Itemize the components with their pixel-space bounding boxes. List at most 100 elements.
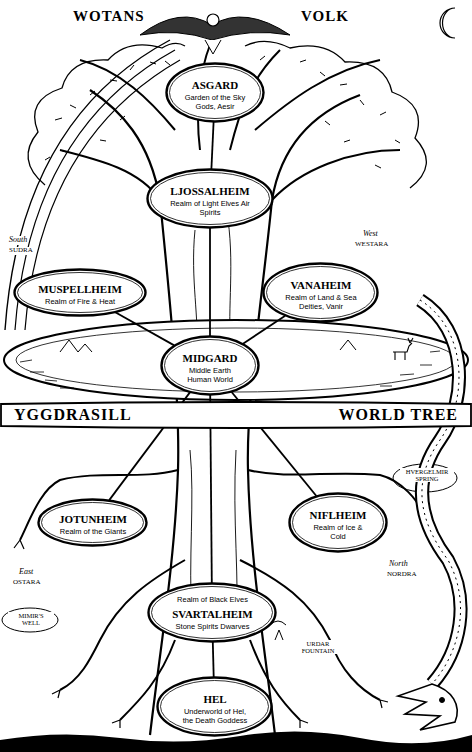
realm-connector [243, 316, 285, 344]
heading-row: ASGARD [184, 75, 246, 93]
ribbon-word: WORLD TREE [338, 406, 458, 424]
oval-inner-border [267, 267, 375, 319]
oval-inner-border [42, 503, 144, 543]
sea-hatching [20, 351, 440, 388]
realm-oval: Realm of Black ElvesSVARTALHEIMStone Spi… [147, 582, 277, 643]
realm-name: HEL [203, 693, 226, 706]
oval-border [264, 264, 378, 322]
oval-outline [160, 335, 260, 396]
direction-label: WESTARA [354, 241, 389, 249]
heading-row: VANAHEIM [284, 275, 358, 293]
oval-outline [165, 62, 265, 123]
realm-name: MIDGARD [183, 352, 238, 365]
oval-border [15, 270, 146, 316]
realm-oval: LJOSSALHEIMRealm of Light Elves Air Spir… [146, 168, 274, 229]
direction-label: North [388, 560, 409, 569]
realm-name: LJOSSALHEIM [170, 185, 249, 198]
moon [440, 8, 455, 38]
realm-name: JOTUNHEIM [59, 513, 127, 526]
realm-text: MUSPELLHEIMRealm of Fire & Heat [37, 279, 123, 306]
oval-border [149, 584, 276, 642]
realm-description: Realm of Ice & Cold [307, 523, 369, 541]
eagle-head [207, 14, 219, 26]
realm-description: Stone Spirits Dwarves [171, 622, 254, 631]
oval-outline [156, 676, 273, 737]
realm-description: Realm of Black Elves [171, 595, 254, 604]
direction-label: URDAR FOUNTAIN [292, 640, 344, 654]
realm-text: Realm of Black ElvesSVARTALHEIMStone Spi… [171, 595, 254, 631]
oval-outline [262, 262, 379, 323]
direction-label: East [18, 568, 34, 577]
direction-label: WOTANS [72, 8, 146, 25]
direction-label: MIMIR'S WELL [8, 612, 54, 626]
leaf-strokes [45, 56, 400, 168]
ribbon-word: YGGDRASILL [14, 406, 132, 424]
realm-text: LJOSSALHEIMRealm of Light Elves Air Spir… [169, 181, 251, 217]
dragon-eye [440, 698, 445, 703]
realm-text: NIFLHEIMRealm of Ice & Cold [307, 505, 369, 541]
realm-name: VANAHEIM [291, 279, 352, 292]
oval-inner-border [161, 681, 269, 733]
direction-label: South [8, 236, 28, 245]
direction-label: West [362, 230, 379, 239]
title-ribbon: YGGDRASILL WORLD TREE [0, 402, 472, 428]
realm-text: ASGARDGarden of the Sky Gods, Aesir [184, 75, 246, 111]
heading-row: MUSPELLHEIM [37, 279, 123, 297]
heading-row: HEL [178, 689, 252, 707]
ribbon-text: YGGDRASILL WORLD TREE [0, 402, 472, 428]
heading-row: MIDGARD [179, 348, 241, 366]
serpent-scales [420, 300, 461, 684]
midgard-disc [4, 320, 468, 400]
realm-oval: MIDGARDMiddle Earth Human World [160, 335, 260, 396]
realm-text: HELUnderworld of Hel, the Death Goddess [178, 689, 252, 725]
realm-description: Middle Earth Human World [179, 366, 241, 384]
direction-label: HVERGELMIR SPRING [400, 468, 454, 482]
realm-name: ASGARD [192, 79, 238, 92]
oval-border [162, 337, 259, 395]
realm-description: Realm of Fire & Heat [37, 297, 123, 306]
realm-name: NIFLHEIM [310, 509, 367, 522]
realm-connector [211, 122, 213, 169]
realm-description: Realm of the Giants [58, 527, 128, 536]
oval-border [167, 64, 264, 122]
direction-label: SUDRA [8, 247, 34, 255]
realm-description: Underworld of Hel, the Death Goddess [178, 707, 252, 725]
realm-description: Realm of Light Elves Air Spirits [169, 199, 251, 217]
ribbon-band [1, 402, 471, 428]
serpent-body [420, 300, 461, 684]
oval-outline [146, 168, 274, 229]
oval-inner-border [151, 173, 270, 225]
realm-name: MUSPELLHEIM [38, 283, 122, 296]
heading-row: JOTUNHEIM [58, 509, 128, 527]
heading-row: NIFLHEIM [307, 505, 369, 523]
realm-description: Realm of Land & Sea Deities, Vanir [284, 293, 358, 311]
dragon-head [398, 684, 457, 730]
deer-figure [393, 338, 413, 360]
realm-oval: MUSPELLHEIMRealm of Fire & Heat [13, 268, 147, 317]
realm-oval: JOTUNHEIMRealm of the Giants [37, 498, 148, 547]
realm-text: MIDGARDMiddle Earth Human World [179, 348, 241, 384]
oval-outline [288, 492, 388, 553]
realm-description: Garden of the Sky Gods, Aesir [184, 93, 246, 111]
oval-inner-border [152, 587, 273, 639]
eagle-tail [205, 40, 221, 54]
well-rim [2, 608, 58, 632]
realm-oval: NIFLHEIMRealm of Ice & Cold [288, 492, 388, 553]
serpent-body [420, 300, 461, 684]
oval-border [39, 500, 147, 546]
oval-border [290, 494, 387, 552]
realm-connector [212, 642, 215, 677]
direction-label: VOLK [300, 8, 350, 25]
fountain [270, 621, 286, 640]
realm-text: JOTUNHEIMRealm of the Giants [58, 509, 128, 536]
direction-label: OSTARA [12, 579, 41, 587]
oval-inner-border [293, 497, 384, 549]
realm-oval: HELUnderworld of Hel, the Death Goddess [156, 676, 273, 737]
direction-label: NORDRA [386, 571, 418, 579]
oval-inner-border [170, 67, 261, 119]
oval-inner-border [165, 340, 256, 392]
heading-row: LJOSSALHEIM [169, 181, 251, 199]
realm-oval: ASGARDGarden of the Sky Gods, Aesir [165, 62, 265, 123]
realm-text: VANAHEIMRealm of Land & Sea Deities, Van… [284, 275, 358, 311]
